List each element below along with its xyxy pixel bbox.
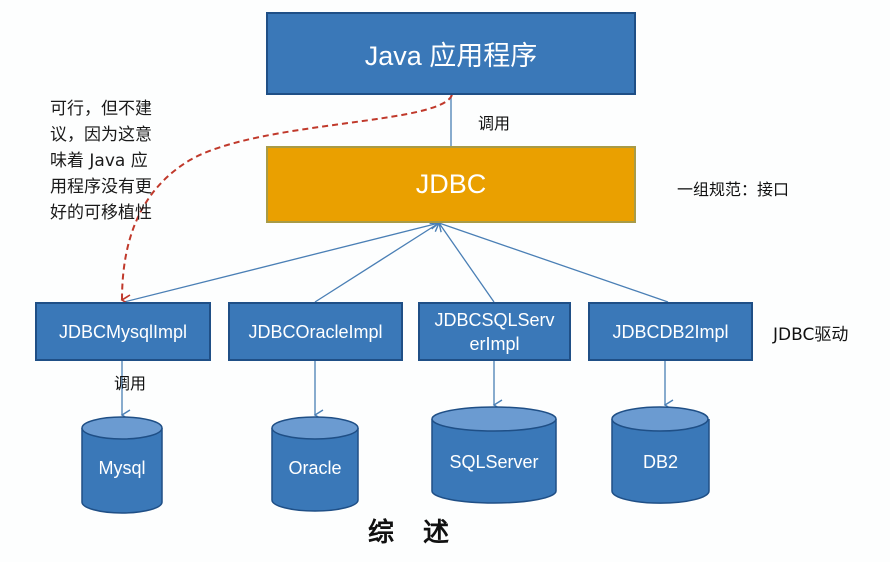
jdbc-api-label: JDBC [415,169,487,199]
sqlserver-driver-to-jdbc-connector [429,222,495,303]
driver-box-oracle: JDBCOracleImpl [228,302,403,361]
driver-label-db2: JDBCDB2Impl [612,321,729,342]
database-label-db2: DB2 [642,452,678,472]
driver-box-mysql: JDBCMysqlImpl [35,302,211,361]
java-application-box: Java 应用程序 [266,12,636,95]
driver-label-sqlserver: JDBCSQLServerImpl [434,309,555,354]
slide-title: 综 述 [368,518,460,548]
driver-box-sqlserver: JDBCSQLServerImpl [418,302,571,361]
direct-call-dashed-arrow [120,94,453,306]
db-cylinder-db2 [611,406,710,504]
jdbc-spec-description: 一组规范：接口 [677,180,790,199]
db-cylinder-sqlserver [431,406,557,504]
portability-note: 可行，但不建 议，因为这意 味着 Java 应 用程序没有更 好的可移植性 [50,99,152,223]
db-cylinder-oracle [271,416,359,512]
database-label-oracle: Oracle [288,458,342,478]
jdbc-drivers-group-label: JDBC驱动 [773,325,849,345]
jdbc-api-box: JDBC [266,146,636,223]
java-application-label: Java 应用程序 [364,41,538,71]
database-label-mysql: Mysql [98,458,146,478]
db-cylinder-mysql [81,416,163,514]
driver-label-mysql: JDBCMysqlImpl [58,321,187,342]
database-label-sqlserver: SQLServer [449,452,539,472]
db2-driver-to-jdbc-connector [431,221,669,303]
driver-box-db2: JDBCDB2Impl [588,302,753,361]
call-label-top: 调用 [478,114,511,133]
oracle-driver-to-jdbc-connector [314,213,440,303]
call-label-driver: 调用 [114,374,147,393]
driver-label-oracle: JDBCOracleImpl [248,321,383,342]
mysql-driver-to-jdbc-connector [123,213,443,303]
